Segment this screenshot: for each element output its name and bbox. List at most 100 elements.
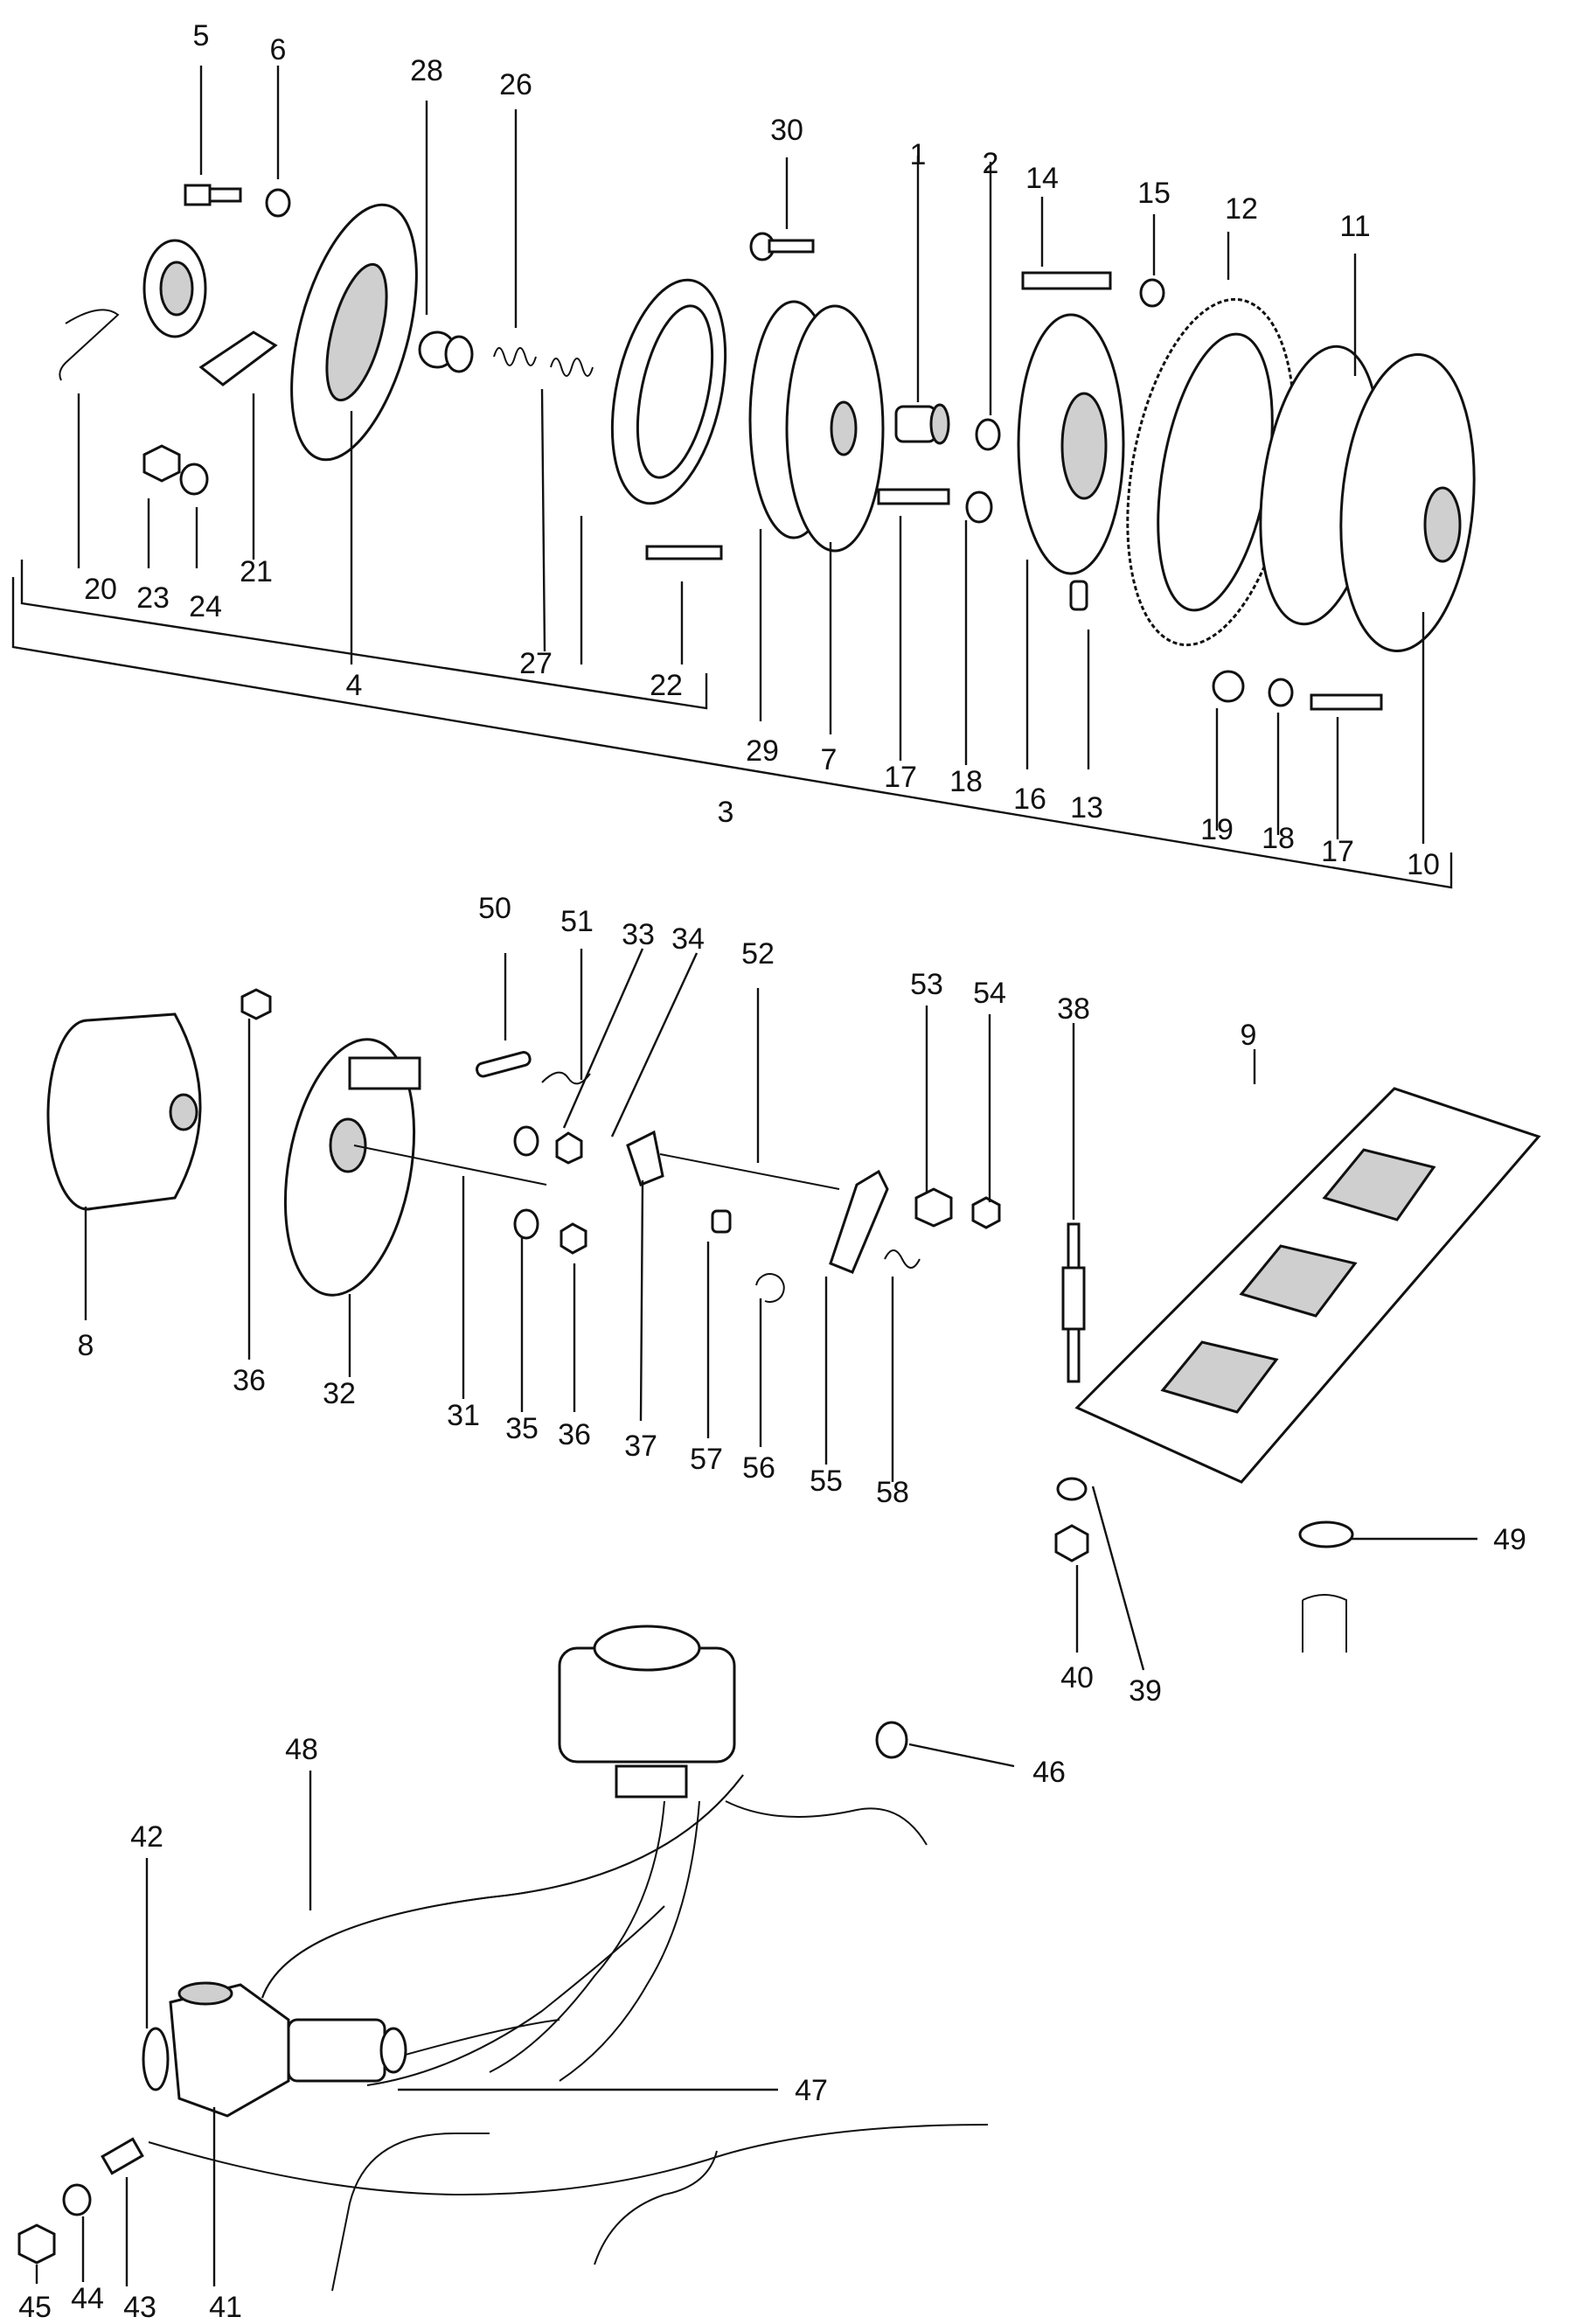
callout-26: 26	[499, 68, 532, 101]
callout-19: 19	[1200, 813, 1234, 846]
part-22-bolt	[645, 545, 723, 560]
callout-49: 49	[1493, 1523, 1526, 1556]
part-53-nut	[914, 1187, 953, 1228]
part-7-clutch-disc	[785, 304, 885, 553]
leaders-bottom	[35, 1743, 1015, 2286]
callout-16: 16	[1013, 783, 1046, 816]
bracket-4	[20, 560, 708, 710]
part-43-fitting	[101, 2137, 144, 2175]
part-42-gasket	[142, 2027, 170, 2091]
part-10-drive-plate	[1339, 353, 1476, 652]
callout-41: 41	[209, 2291, 242, 2324]
callout-50: 50	[478, 892, 511, 925]
callout-15: 15	[1137, 177, 1171, 210]
callout-17-lower: 17	[1321, 835, 1354, 868]
part-36-nut-mid	[560, 1222, 587, 1255]
callout-30: 30	[770, 114, 803, 147]
part-20-release-bracket	[143, 239, 207, 338]
callout-47: 47	[795, 2074, 828, 2107]
callout-52: 52	[741, 937, 775, 971]
callout-12: 12	[1225, 192, 1258, 226]
carburettor	[558, 1625, 736, 1799]
exhaust-pipe-stub	[1302, 1594, 1347, 1653]
callout-5: 5	[193, 19, 210, 52]
clutch-assembly-group: 5 6 28 26 30 1 2 14 15 12 11 20 23 24 21…	[11, 19, 1476, 889]
part-55-lever-arm	[829, 1169, 889, 1274]
part-release-ring	[610, 278, 727, 505]
callout-24: 24	[189, 590, 222, 623]
callout-44: 44	[71, 2282, 104, 2315]
bracket-3	[11, 577, 1453, 889]
part-17-bolt-lower	[1310, 693, 1383, 711]
part-35-washer	[513, 1208, 539, 1240]
callout-54: 54	[973, 977, 1006, 1010]
callout-51: 51	[560, 905, 594, 938]
part-49-clamp	[1298, 1520, 1354, 1548]
part-18-washer-lower	[1268, 678, 1294, 707]
part-32-mounting-plate	[283, 1038, 421, 1297]
callout-57: 57	[690, 1443, 723, 1476]
callout-28: 28	[410, 54, 443, 87]
callout-7: 7	[821, 743, 838, 776]
part-6-spring-washer	[265, 188, 291, 218]
part-58-spring	[884, 1249, 921, 1269]
part-39-washer	[1056, 1477, 1088, 1501]
part-38-spacer	[1061, 1266, 1086, 1331]
callout-45: 45	[18, 2291, 52, 2324]
leaders-top	[77, 66, 1425, 844]
part-19-sleeve	[1212, 670, 1245, 703]
part-5-bolt	[184, 184, 242, 206]
callout-40: 40	[1060, 1661, 1094, 1694]
part-57-pin	[711, 1209, 732, 1234]
callout-4: 4	[346, 669, 363, 702]
callout-58: 58	[876, 1476, 909, 1509]
callout-43: 43	[123, 2291, 156, 2324]
part-23-nut	[143, 444, 181, 483]
part-8-vacuum-servo	[46, 1012, 202, 1211]
callout-21: 21	[240, 555, 273, 588]
exhaust-tubes	[148, 2124, 989, 2292]
part-54-nut	[971, 1196, 1001, 1229]
servo-assembly-group: 50 51 33 34 52 53 54 38 9 8 36 32 31 35 …	[46, 892, 1541, 1708]
callout-36-left: 36	[233, 1364, 266, 1397]
part-33-washer	[513, 1125, 539, 1157]
fuel-system-group: 46 48 42 47 44 45 43 41	[17, 1625, 1066, 2324]
part-48-fuel-hose-inner	[261, 1774, 744, 1999]
part-46-grommet	[875, 1721, 908, 1759]
part-56-circlip	[755, 1273, 785, 1304]
part-14-bolt	[1021, 271, 1112, 290]
callout-13: 13	[1070, 791, 1103, 825]
callout-2: 2	[983, 147, 999, 180]
callout-14: 14	[1025, 162, 1059, 195]
part-31-threaded-rod	[353, 1145, 547, 1186]
callout-9: 9	[1241, 1019, 1257, 1052]
callout-17-upper: 17	[884, 761, 917, 794]
part-34-nut	[555, 1131, 583, 1165]
callout-53: 53	[910, 968, 943, 1001]
part-51-clip	[541, 1071, 591, 1085]
callout-55: 55	[810, 1465, 843, 1498]
part-47-vacuum-pipe	[366, 1905, 665, 2086]
callout-10: 10	[1407, 848, 1440, 881]
leaders-mid	[84, 948, 1477, 1671]
callout-1: 1	[910, 138, 927, 171]
part-52-rod	[659, 1153, 840, 1190]
part-4-carrier-plate	[290, 203, 418, 462]
part-36-nut-left	[240, 988, 272, 1020]
callout-38: 38	[1057, 992, 1090, 1026]
callout-46: 46	[1032, 1756, 1066, 1789]
callout-18-lower: 18	[1262, 822, 1295, 855]
callout-8: 8	[78, 1329, 94, 1362]
part-27-spring	[550, 358, 594, 377]
callout-32: 32	[323, 1377, 356, 1410]
callout-37: 37	[624, 1430, 657, 1463]
part-44-washer	[62, 2183, 92, 2216]
intake-manifold	[314, 1800, 928, 2082]
part-37-lever	[626, 1130, 664, 1186]
callout-35: 35	[505, 1412, 539, 1445]
callout-18-upper: 18	[949, 765, 983, 798]
callout-48: 48	[285, 1733, 318, 1766]
part-28-bush	[418, 331, 474, 373]
part-15-washer	[1139, 278, 1165, 308]
